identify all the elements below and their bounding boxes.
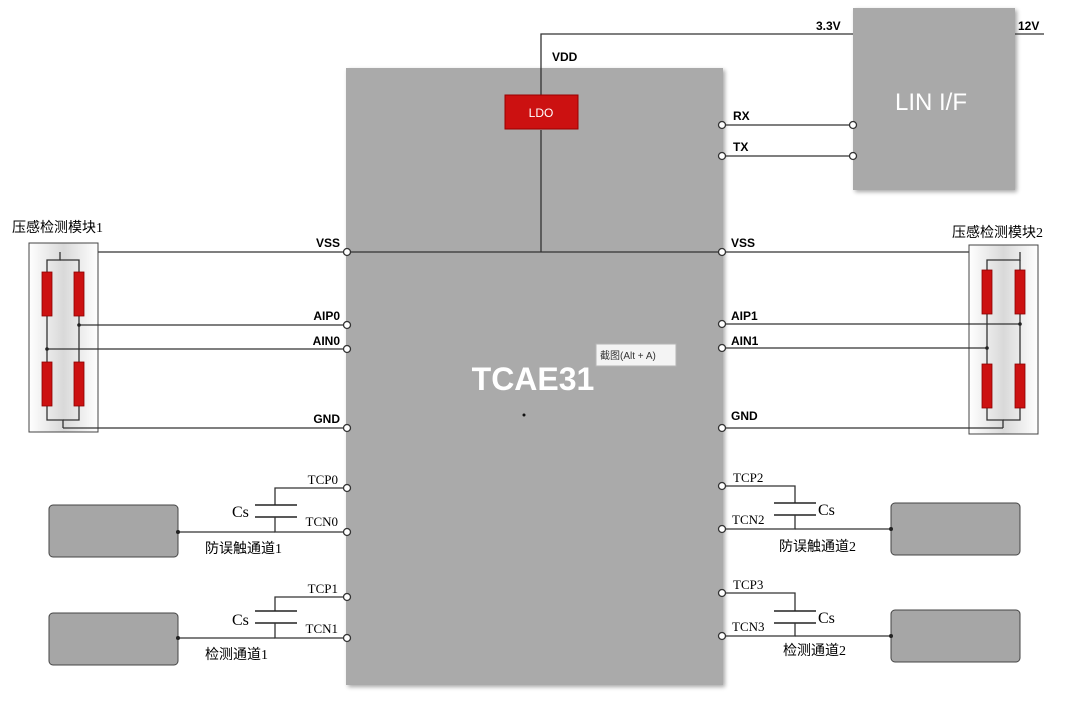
left-resistor-2 <box>73 271 85 317</box>
left-resistor-4 <box>73 361 85 407</box>
pin-rx-label: RX <box>733 109 750 123</box>
ft1-pad <box>48 504 179 558</box>
terminal-aip1 <box>717 319 727 329</box>
aip0-node <box>77 323 81 327</box>
left-resistor-3 <box>41 361 53 407</box>
terminal-aip0 <box>342 320 352 330</box>
pin-gnd-right-label: GND <box>731 409 758 423</box>
det1-label: 检测通道1 <box>205 647 268 663</box>
left-resistor-1 <box>41 271 53 317</box>
terminal-tcp2 <box>717 481 727 491</box>
det2-pad <box>890 609 1021 663</box>
terminal-tcp1 <box>342 592 352 602</box>
terminal-tcn3 <box>717 631 727 641</box>
pin-tcn1-label: TCN1 <box>306 621 339 636</box>
det2-pad-dot <box>889 634 893 638</box>
pin-tcn2-label: TCN2 <box>732 512 765 527</box>
pin-terminals <box>342 120 858 643</box>
label-12v: 12V <box>1018 19 1039 33</box>
tcp0-wire <box>274 487 347 505</box>
ft1-pad-dot <box>176 530 180 534</box>
ft2-pad <box>890 502 1021 556</box>
pin-ain0-label: AIN0 <box>313 334 341 348</box>
ain0-node <box>45 347 49 351</box>
terminal-ain0 <box>342 344 352 354</box>
chip-name: TCAE31 <box>472 361 595 397</box>
pin-aip1-label: AIP1 <box>731 309 758 323</box>
screenshot-tooltip <box>595 343 677 367</box>
pin-tcn3-label: TCN3 <box>732 619 765 634</box>
ft1-label: 防误触通道1 <box>205 541 282 557</box>
pin-tx-label: TX <box>733 140 748 154</box>
cap-c3-label: Cs <box>818 502 835 519</box>
det1-pad-dot <box>176 636 180 640</box>
right-resistor-1 <box>981 269 993 315</box>
terminal-tx <box>717 151 727 161</box>
cap-c4-label: Cs <box>818 610 835 627</box>
left-bridge-wires <box>46 252 80 428</box>
pin-tcp2-label: TCP2 <box>733 470 763 485</box>
left-module-frame <box>28 242 99 433</box>
det1-pad <box>48 612 179 666</box>
ain1-node <box>985 346 989 350</box>
pin-tcp3-label: TCP3 <box>733 577 763 592</box>
pin-gnd-left-label: GND <box>313 412 340 426</box>
pin-tcn0-label: TCN0 <box>306 514 339 529</box>
right-resistor-4 <box>1014 363 1026 409</box>
tcp3-wire <box>722 592 796 611</box>
label-vdd: VDD <box>552 50 578 64</box>
terminal-tcn1 <box>342 633 352 643</box>
pin-tcp0-label: TCP0 <box>308 472 338 487</box>
right-module-frame <box>968 244 1039 435</box>
chip-dot <box>522 413 526 417</box>
pin-aip0-label: AIP0 <box>313 309 340 323</box>
terminal-gnd-right <box>717 423 727 433</box>
cap-c1-label: Cs <box>232 504 249 521</box>
lin-interface-block <box>853 8 1015 190</box>
label-3v3: 3.3V <box>816 19 841 33</box>
chip-body <box>346 68 723 685</box>
terminal-vss-right <box>717 247 727 257</box>
tooltip-text: 截图(Alt + A) <box>600 349 656 362</box>
ft2-pad-dot <box>889 527 893 531</box>
pin-ain1-label: AIN1 <box>731 334 759 348</box>
pin-vss-right-label: VSS <box>731 236 755 250</box>
ft2-label: 防误触通道2 <box>779 539 856 555</box>
terminal-rx <box>717 120 727 130</box>
terminal-ain1 <box>717 343 727 353</box>
terminal-lin-rx <box>848 120 858 130</box>
terminal-vss-left <box>342 247 352 257</box>
terminal-tcn2 <box>717 524 727 534</box>
terminal-tcn0 <box>342 527 352 537</box>
tcp1-wire <box>274 596 347 611</box>
pin-tcp1-label: TCP1 <box>308 581 338 596</box>
terminal-gnd-left <box>342 423 352 433</box>
ldo-block <box>504 94 579 130</box>
pin-vss-left-label: VSS <box>316 236 340 250</box>
tcp2-wire <box>722 485 796 503</box>
terminal-tcp3 <box>717 588 727 598</box>
aip1-node <box>1018 322 1022 326</box>
terminal-lin-tx <box>848 151 858 161</box>
ldo-label: LDO <box>529 106 554 120</box>
right-resistor-3 <box>981 363 993 409</box>
right-bridge-wires <box>986 252 1021 428</box>
terminal-tcp0 <box>342 483 352 493</box>
cap-c2-label: Cs <box>232 612 249 629</box>
vdd-wire <box>540 33 853 110</box>
right-resistor-2 <box>1014 269 1026 315</box>
lin-label: LIN I/F <box>895 89 967 116</box>
det2-label: 检测通道2 <box>783 643 846 659</box>
right-module-title: 压感检测模块2 <box>952 224 1043 241</box>
left-module-title: 压感检测模块1 <box>12 219 103 236</box>
